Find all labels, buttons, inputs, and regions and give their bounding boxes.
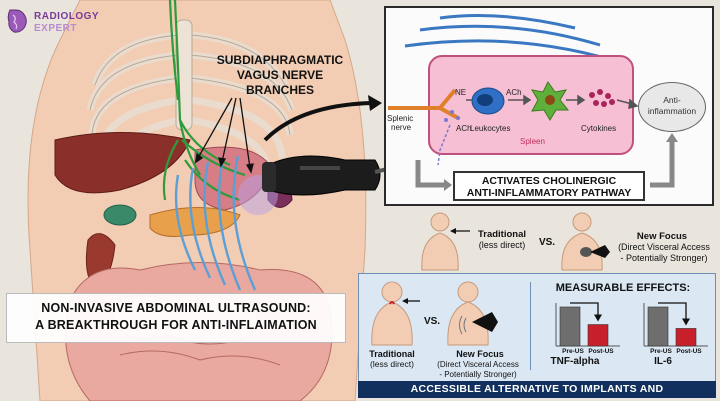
pathway-arrows (466, 94, 639, 109)
new-focus-top-sub2: - Potentially Stronger) (620, 253, 708, 263)
splenic-nerve-icon (388, 88, 459, 120)
bar-1-1 (675, 328, 697, 347)
measurable-effects-title: MEASURABLE EFFECTS: (555, 282, 691, 294)
probe-to-panel-arrow (263, 101, 373, 142)
anti-inflammation-bubble: Anti- inflammation (638, 82, 706, 132)
cytokine-icon (589, 89, 615, 107)
new-focus-top-sub1: (Direct Visceral Access (618, 242, 710, 252)
new-focus-bottom-label: New Focus (456, 349, 504, 359)
vs-bottom: VS. (423, 316, 441, 327)
ne-label: NE (455, 88, 467, 97)
vs-top: VS. (538, 237, 556, 248)
traditional-figure-bottom-icon (371, 281, 413, 346)
activates-pathway-box: ACTIVATES CHOLINERGIC ANTI-INFLAMMATORY … (453, 171, 645, 201)
cytokines-label: Cytokines (581, 124, 617, 133)
radiology-expert-logo: RADIOLOGY EXPERT (6, 6, 126, 40)
flow-arrows-gray (415, 140, 675, 188)
callout-arrows (195, 97, 254, 174)
vagus-label-line3: BRANCHES (245, 83, 314, 97)
activates-line1: ACTIVATES CHOLINERGIC (481, 175, 617, 187)
leukocytes-label: Leukocytes (470, 124, 511, 133)
new-focus-figure-bottom-icon (447, 281, 489, 346)
vagus-label-line1: SUBDIAPHRAGMATIC (216, 53, 344, 67)
main-title-box: NON-INVASIVE ABDOMINAL ULTRASOUND: A BRE… (6, 293, 346, 343)
comparison-bottom-figures (371, 281, 498, 346)
vagus-label-line2: VAGUS NERVE (236, 68, 324, 82)
comparison-top-figures (421, 212, 610, 271)
spleen-box (428, 55, 634, 155)
bar-0-1 (587, 324, 609, 347)
ach-label-bottom: ACh (456, 124, 472, 133)
traditional-top-label: Traditional (477, 229, 527, 240)
decrease-arrow-1 (658, 302, 687, 321)
decrease-arrowhead-0 (594, 314, 602, 322)
tnf-alpha-title: TNF-alpha (550, 356, 600, 367)
new-focus-bottom-sub1: (Direct Visceral Access (437, 360, 519, 369)
probe-to-panel-arrowhead (368, 95, 382, 111)
anti-line2: inflammation (647, 106, 697, 116)
il6-post-label: Post-US (676, 348, 702, 355)
traditional-bottom-sub: (less direct) (370, 359, 414, 369)
decrease-arrowhead-1 (682, 318, 690, 326)
leukocyte-icon (471, 87, 505, 115)
gallbladder (103, 204, 137, 226)
main-title-line2: A BREAKTHROUGH FOR ANTI-INFLAIMATION (35, 318, 317, 332)
ultrasound-waves-body (174, 155, 257, 291)
activates-line2: ANTI-INFLAMMATORY PATHWAY (466, 187, 632, 199)
anti-line1: Anti- (663, 95, 681, 105)
tnf-pre-label: Pre-US (562, 348, 584, 355)
splenic-nerve-label-2: nerve (391, 123, 412, 132)
brain-logo-icon (7, 9, 27, 33)
il6-title: IL-6 (654, 356, 672, 367)
spleen-label: Spleen (520, 137, 545, 146)
new-focus-bottom-sub2: - Potentially Stronger) (439, 370, 517, 379)
traditional-bottom-label: Traditional (369, 349, 415, 359)
ultrasound-probe-icon (262, 155, 393, 196)
spleen-contents (388, 81, 678, 191)
footer-banner: ACCESSIBLE ALTERNATIVE TO IMPLANTS AND P… (358, 381, 716, 401)
ach-label-top: ACh (506, 88, 522, 97)
vagus-branches-label: SUBDIAPHRAGMATIC VAGUS NERVE BRANCHES (205, 53, 355, 98)
new-focus-top-label: New Focus (636, 231, 688, 242)
liver (54, 132, 191, 194)
tnf-post-label: Post-US (588, 348, 614, 355)
splenic-nerve-label-1: Splenic (387, 114, 414, 123)
new-focus-figure-icon (561, 212, 603, 271)
traditional-figure-icon (421, 212, 459, 271)
decrease-arrow-0 (570, 302, 599, 317)
traditional-top-sub: (less direct) (478, 240, 526, 250)
bottom-divider (530, 282, 531, 370)
il6-pre-label: Pre-US (650, 348, 672, 355)
bar-0-0 (559, 306, 581, 347)
bar-1-0 (647, 306, 669, 347)
main-title-line1: NON-INVASIVE ABDOMINAL ULTRASOUND: (41, 301, 311, 315)
effects-charts (555, 302, 708, 347)
pancreas (149, 207, 241, 237)
logo-line2: EXPERT (34, 23, 78, 34)
logo-line1: RADIOLOGY (34, 11, 100, 22)
